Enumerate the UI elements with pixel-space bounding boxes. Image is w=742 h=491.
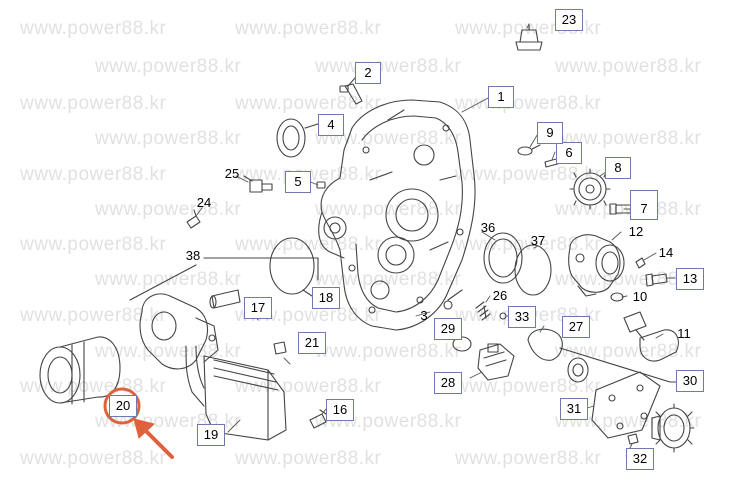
- callout-14[interactable]: 14: [658, 245, 674, 260]
- bolt-16-drawing: [309, 409, 327, 429]
- callout-17[interactable]: 17: [244, 297, 272, 319]
- callout-23[interactable]: 23: [555, 9, 583, 31]
- gear-30-drawing: [651, 403, 695, 453]
- oil-seal-4-drawing: [276, 118, 319, 158]
- watermark: www.power88.kr: [555, 128, 702, 149]
- watermark: www.power88.kr: [235, 448, 382, 469]
- watermark: www.power88.kr: [555, 199, 702, 220]
- callout-1[interactable]: 1: [488, 86, 514, 108]
- gasket-37-drawing: [514, 244, 552, 296]
- callout-31[interactable]: 31: [560, 398, 588, 420]
- watermark: www.power88.kr: [315, 269, 462, 290]
- gasket-27-drawing: [527, 328, 563, 361]
- group-bracket-30: [559, 347, 677, 383]
- plug-33-drawing: [499, 312, 507, 320]
- callout-32[interactable]: 32: [626, 448, 654, 470]
- gear-8-drawing: [569, 168, 611, 210]
- watermark: www.power88.kr: [20, 18, 167, 39]
- watermark: www.power88.kr: [455, 448, 602, 469]
- watermark: www.power88.kr: [20, 234, 167, 255]
- watermark: www.power88.kr: [455, 164, 602, 185]
- sender-23-drawing: [515, 23, 543, 51]
- watermark: www.power88.kr: [315, 128, 462, 149]
- callout-30[interactable]: 30: [676, 370, 704, 392]
- sleeve-17-drawing: [209, 289, 241, 309]
- callout-27[interactable]: 27: [562, 316, 590, 338]
- watermark: www.power88.kr: [315, 56, 462, 77]
- washer-9-drawing: [517, 144, 541, 156]
- watermark: www.power88.kr: [235, 93, 382, 114]
- leader-lines: [195, 23, 676, 457]
- watermark: www.power88.kr: [95, 199, 242, 220]
- callout-38[interactable]: 38: [185, 248, 201, 263]
- callout-16[interactable]: 16: [326, 399, 354, 421]
- fitting-25-drawing: [243, 175, 273, 193]
- oil-cooler-drawing: [139, 293, 287, 441]
- callout-9[interactable]: 9: [537, 122, 563, 144]
- watermark: www.power88.kr: [555, 341, 702, 362]
- callout-24[interactable]: 24: [196, 195, 212, 210]
- ring-29-drawing: [452, 336, 472, 352]
- callout-26[interactable]: 26: [492, 288, 508, 303]
- callout-2[interactable]: 2: [355, 62, 381, 84]
- watermark: www.power88.kr: [555, 56, 702, 77]
- watermark: www.power88.kr: [455, 234, 602, 255]
- callout-4[interactable]: 4: [318, 114, 344, 136]
- spring-26-drawing: [475, 301, 491, 321]
- watermark: www.power88.kr: [235, 18, 382, 39]
- watermark: www.power88.kr: [20, 164, 167, 185]
- valve-28-drawing: [477, 343, 515, 381]
- callout-21[interactable]: 21: [298, 332, 326, 354]
- callout-25[interactable]: 25: [224, 166, 240, 181]
- oil-filter-20-drawing: [39, 336, 121, 405]
- callout-36[interactable]: 36: [480, 220, 496, 235]
- bolt-14-drawing: [635, 257, 646, 269]
- callout-3[interactable]: 3: [420, 308, 428, 323]
- callout-12[interactable]: 12: [628, 224, 644, 239]
- front-cover-drawing: [318, 99, 476, 331]
- watermark: www.power88.kr: [455, 376, 602, 397]
- callout-29[interactable]: 29: [434, 318, 462, 340]
- switch-11-drawing: [623, 311, 679, 362]
- callout-20[interactable]: 20: [109, 395, 137, 417]
- callout-19[interactable]: 19: [197, 424, 225, 446]
- ring-10-drawing: [610, 292, 624, 302]
- watermark: www.power88.kr: [235, 234, 382, 255]
- callout-11[interactable]: 11: [677, 326, 691, 341]
- group-bracket-38: [129, 257, 319, 301]
- bolt-2-drawing: [339, 77, 363, 105]
- watermark: www.power88.kr: [95, 56, 242, 77]
- callout-13[interactable]: 13: [676, 268, 704, 290]
- bolt-13-drawing: [645, 273, 668, 287]
- callout-33[interactable]: 33: [508, 306, 536, 328]
- watermark: www.power88.kr: [20, 448, 167, 469]
- callout-10[interactable]: 10: [632, 289, 648, 304]
- pin-24-drawing: [186, 209, 201, 229]
- watermark: www.power88.kr: [20, 305, 167, 326]
- callout-37[interactable]: 37: [530, 233, 546, 248]
- watermark: www.power88.kr: [315, 341, 462, 362]
- callout-18[interactable]: 18: [312, 287, 340, 309]
- gasket-36-drawing: [483, 232, 523, 284]
- screw-32-drawing: [627, 433, 639, 445]
- plate-31-drawing: [567, 357, 661, 439]
- highlight-marker: [103, 387, 174, 459]
- clip-21-drawing: [273, 341, 287, 355]
- callout-28[interactable]: 28: [434, 372, 462, 394]
- callout-8[interactable]: 8: [605, 157, 631, 179]
- watermark: www.power88.kr: [95, 128, 242, 149]
- callout-6[interactable]: 6: [556, 142, 582, 164]
- gasket-18-drawing: [269, 237, 315, 297]
- callout-5[interactable]: 5: [285, 171, 311, 193]
- oil-pump-12-drawing: [568, 234, 625, 297]
- callout-7[interactable]: 7: [630, 190, 658, 220]
- watermark: www.power88.kr: [20, 93, 167, 114]
